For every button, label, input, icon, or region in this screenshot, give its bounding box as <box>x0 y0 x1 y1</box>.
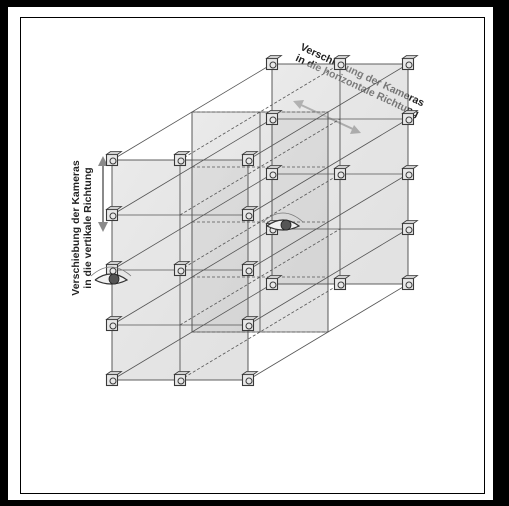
grid-edge <box>179 228 341 326</box>
camera-top <box>265 275 283 279</box>
camera-top <box>265 110 283 114</box>
camera-lens <box>405 171 413 179</box>
camera-lens <box>245 377 253 385</box>
camera-lens <box>269 116 277 124</box>
camera-lens <box>405 281 413 289</box>
camera-top <box>173 261 191 265</box>
camera-lens <box>269 281 277 289</box>
camera-lens <box>109 322 117 330</box>
camera-top <box>241 316 259 320</box>
camera-top <box>241 261 259 265</box>
camera-lens <box>245 267 253 275</box>
grid-edge <box>179 118 341 216</box>
eye-pupil <box>108 273 120 285</box>
camera-lens <box>177 157 185 165</box>
vertical-double-arrow-icon <box>98 156 108 232</box>
camera-lens <box>269 171 277 179</box>
camera-top <box>105 206 123 210</box>
camera-lens <box>109 377 117 385</box>
camera-lens <box>405 226 413 234</box>
camera-top <box>401 110 419 114</box>
vertical-label-line2: in die vertikale Richtung <box>82 167 94 288</box>
camera-lens <box>109 212 117 220</box>
camera-grid <box>90 55 419 387</box>
camera-top <box>401 220 419 224</box>
outer-frame: Verschiebung der Kameras in die vertikal… <box>6 5 495 502</box>
camera-top <box>265 55 283 59</box>
camera-lens <box>245 322 253 330</box>
camera-top <box>105 151 123 155</box>
camera-top <box>241 206 259 210</box>
camera-top <box>105 316 123 320</box>
camera-lens <box>269 61 277 69</box>
camera-top <box>333 55 351 59</box>
camera-top <box>333 165 351 169</box>
camera-lens <box>405 61 413 69</box>
grid-edge <box>179 283 341 381</box>
vertical-label-line1: Verschiebung der Kameras <box>70 160 82 296</box>
vertical-shift-label: Verschiebung der Kameras in die vertikal… <box>70 160 94 296</box>
camera-lens <box>177 267 185 275</box>
grid-edge <box>179 173 341 271</box>
eye-brow <box>262 212 304 223</box>
camera-lens <box>337 61 345 69</box>
camera-lens <box>245 212 253 220</box>
camera-top <box>105 371 123 375</box>
camera-top <box>401 275 419 279</box>
camera-lens <box>177 377 185 385</box>
eye-pupil <box>280 219 292 231</box>
camera-lens <box>337 171 345 179</box>
camera-top <box>173 151 191 155</box>
diagram-panel: Verschiebung der Kameras in die vertikal… <box>20 17 485 494</box>
camera-top <box>333 275 351 279</box>
camera-top <box>401 55 419 59</box>
camera-lens <box>337 281 345 289</box>
camera-lens <box>109 157 117 165</box>
camera-grid-diagram: Verschiebung der Kameras in die vertikal… <box>70 41 426 387</box>
camera-top <box>241 371 259 375</box>
camera-lens <box>245 157 253 165</box>
camera-top <box>173 371 191 375</box>
camera-top <box>401 165 419 169</box>
eye-brow <box>90 266 132 277</box>
camera-lens <box>405 116 413 124</box>
camera-top <box>105 261 123 265</box>
camera-top <box>265 165 283 169</box>
camera-top <box>241 151 259 155</box>
grid-edge <box>179 63 341 161</box>
